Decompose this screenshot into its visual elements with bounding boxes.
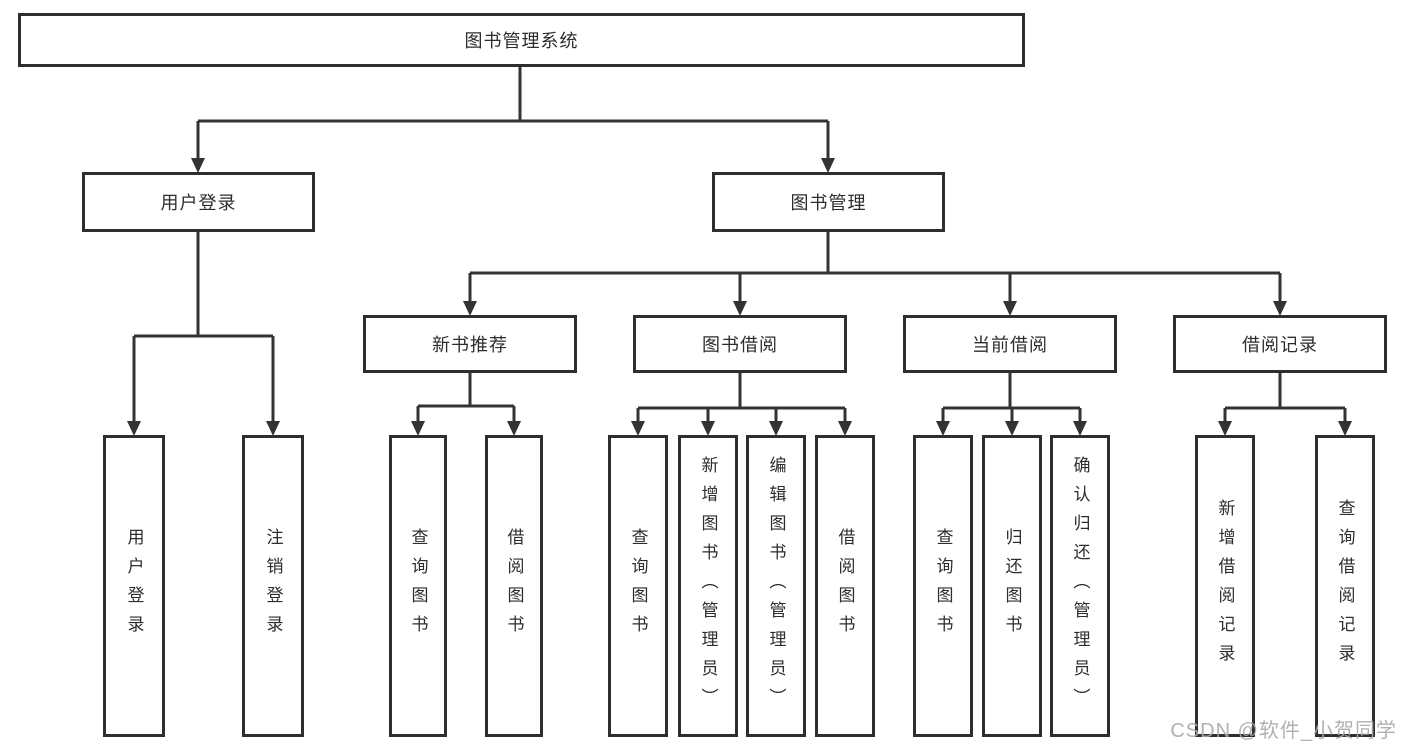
node-book-borrowing: 图书借阅 (633, 315, 847, 373)
node-label: 新增图书（管理员） (698, 455, 718, 717)
connector-lines (132, 67, 1347, 423)
arrowhead-icon (1003, 301, 1017, 316)
leaf-user-login: 用户登录 (103, 435, 165, 737)
leaf-borrow-books-borrowing: 借阅图书 (815, 435, 875, 737)
node-label: 借阅图书 (504, 528, 524, 644)
node-label: 图书借阅 (702, 335, 778, 355)
arrowhead-icon (507, 421, 521, 436)
arrowhead-icon (1338, 421, 1352, 436)
node-current-borrowing: 当前借阅 (903, 315, 1117, 373)
node-label: 图书管理 (790, 193, 867, 213)
leaf-return-books: 归还图书 (982, 435, 1042, 737)
node-label: 借阅记录 (1242, 335, 1318, 355)
csdn-watermark: CSDN @软件_小贺同学 (1170, 720, 1397, 742)
node-label: 当前借阅 (972, 335, 1048, 355)
arrowhead-icon (838, 421, 852, 436)
node-book-management: 图书管理 (712, 172, 945, 232)
node-book-management-system: 图书管理系统 (18, 13, 1025, 67)
arrowhead-icon (821, 158, 835, 173)
leaf-borrow-books-recommend: 借阅图书 (485, 435, 543, 737)
node-label: 查询图书 (933, 528, 953, 644)
arrowhead-icon (127, 421, 141, 436)
node-label: 新增借阅记录 (1215, 499, 1235, 673)
arrowhead-icon (266, 421, 280, 436)
arrowhead-icon (1273, 301, 1287, 316)
leaf-logout: 注销登录 (242, 435, 304, 737)
node-label: 用户登录 (160, 193, 237, 213)
arrowhead-icon (631, 421, 645, 436)
arrowhead-icon (1218, 421, 1232, 436)
leaf-query-books-borrowing: 查询图书 (608, 435, 668, 737)
arrowhead-icon (733, 301, 747, 316)
node-user-login: 用户登录 (82, 172, 315, 232)
leaf-edit-books-admin: 编辑图书（管理员） (746, 435, 806, 737)
arrowhead-icon (463, 301, 477, 316)
node-label: 归还图书 (1002, 528, 1022, 644)
node-label: 查询图书 (408, 528, 428, 644)
arrowhead-icon (1073, 421, 1087, 436)
leaf-query-borrow-record: 查询借阅记录 (1315, 435, 1375, 737)
node-label: 图书管理系统 (464, 31, 579, 51)
node-label: 查询借阅记录 (1335, 499, 1355, 673)
node-label: 编辑图书（管理员） (766, 455, 786, 717)
node-label: 用户登录 (124, 528, 144, 644)
node-label: 注销登录 (263, 528, 283, 644)
node-label: 确认归还（管理员） (1070, 455, 1090, 717)
leaf-add-borrow-record: 新增借阅记录 (1195, 435, 1255, 737)
node-new-book-recommendation: 新书推荐 (363, 315, 577, 373)
leaf-add-books-admin: 新增图书（管理员） (678, 435, 738, 737)
arrowhead-icon (411, 421, 425, 436)
node-borrowing-records: 借阅记录 (1173, 315, 1387, 373)
node-label: 新书推荐 (432, 335, 508, 355)
arrowhead-icon (1005, 421, 1019, 436)
node-label: 借阅图书 (835, 528, 855, 644)
arrowhead-icon (936, 421, 950, 436)
leaf-query-books-recommend: 查询图书 (389, 435, 447, 737)
leaf-query-books-current: 查询图书 (913, 435, 973, 737)
arrowhead-icon (769, 421, 783, 436)
leaf-confirm-return-admin: 确认归还（管理员） (1050, 435, 1110, 737)
arrowhead-icon (701, 421, 715, 436)
node-label: 查询图书 (628, 528, 648, 644)
arrowhead-icon (191, 158, 205, 173)
